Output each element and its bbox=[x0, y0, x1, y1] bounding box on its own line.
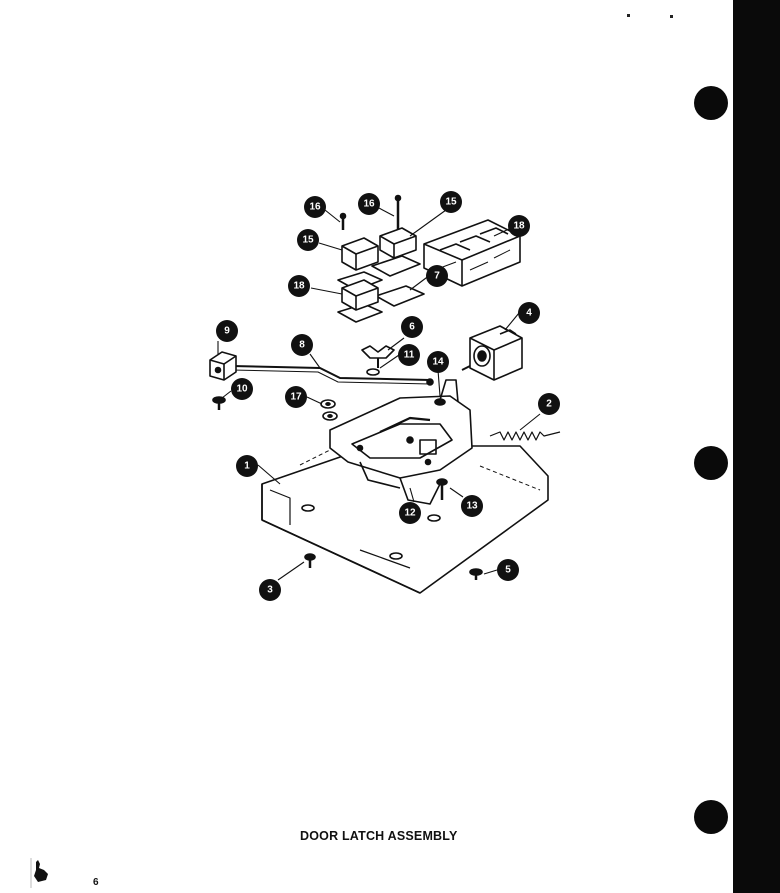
callout-6: 6 bbox=[401, 316, 423, 338]
callout-8: 8 bbox=[291, 334, 313, 356]
callout-13: 13 bbox=[461, 495, 483, 517]
page-edge-bar bbox=[733, 0, 780, 893]
scan-speck bbox=[670, 15, 673, 18]
callout-3: 3 bbox=[259, 579, 281, 601]
svg-text:15: 15 bbox=[302, 235, 314, 246]
callout-4: 4 bbox=[518, 302, 540, 324]
screw-13 bbox=[436, 478, 448, 500]
micro-switch-left-lower bbox=[341, 279, 379, 311]
callout-12: 12 bbox=[399, 502, 421, 524]
callout-16-right: 16 bbox=[358, 193, 380, 215]
callout-10: 10 bbox=[231, 378, 253, 400]
page-number: 6 bbox=[93, 877, 99, 888]
corner-scan-mark bbox=[30, 858, 48, 888]
svg-text:1: 1 bbox=[244, 461, 250, 472]
binder-hole-top bbox=[694, 86, 728, 120]
svg-text:10: 10 bbox=[236, 384, 248, 395]
svg-text:7: 7 bbox=[434, 271, 440, 282]
callout-9: 9 bbox=[216, 320, 238, 342]
binder-hole-middle bbox=[694, 446, 728, 480]
callout-7: 7 bbox=[426, 265, 448, 287]
svg-text:16: 16 bbox=[309, 202, 321, 213]
callout-17: 17 bbox=[285, 386, 307, 408]
svg-text:2: 2 bbox=[546, 399, 552, 410]
svg-text:18: 18 bbox=[513, 221, 525, 232]
svg-text:9: 9 bbox=[224, 326, 230, 337]
svg-text:8: 8 bbox=[299, 340, 305, 351]
screw-10 bbox=[212, 396, 226, 410]
callout-2: 2 bbox=[538, 393, 560, 415]
diagram-caption: DOOR LATCH ASSEMBLY bbox=[300, 829, 458, 843]
screw-5 bbox=[469, 568, 483, 580]
scan-speck bbox=[627, 14, 630, 17]
svg-text:12: 12 bbox=[404, 508, 416, 519]
spring bbox=[489, 431, 561, 441]
solenoid bbox=[461, 325, 523, 381]
svg-text:3: 3 bbox=[267, 585, 273, 596]
nut-14 bbox=[434, 398, 446, 406]
svg-text:18: 18 bbox=[293, 281, 305, 292]
pin-16-right bbox=[394, 194, 402, 230]
bracket bbox=[209, 351, 237, 381]
callout-16-left: 16 bbox=[304, 196, 326, 218]
binder-hole-bottom bbox=[694, 800, 728, 834]
screw-3 bbox=[304, 553, 316, 568]
callout-11: 11 bbox=[398, 344, 420, 366]
switch-block bbox=[423, 219, 521, 287]
svg-text:15: 15 bbox=[445, 197, 457, 208]
svg-text:16: 16 bbox=[363, 199, 375, 210]
washers-17 bbox=[320, 399, 338, 421]
pin-16-left bbox=[339, 212, 347, 230]
svg-text:13: 13 bbox=[466, 501, 478, 512]
callout-18-right: 18 bbox=[508, 215, 530, 237]
leader-lines bbox=[217, 207, 541, 581]
callout-18-left: 18 bbox=[288, 275, 310, 297]
svg-text:14: 14 bbox=[432, 357, 444, 368]
callout-15-left: 15 bbox=[297, 229, 319, 251]
svg-text:6: 6 bbox=[409, 322, 415, 333]
callout-15-right: 15 bbox=[440, 191, 462, 213]
callout-1: 1 bbox=[236, 455, 258, 477]
svg-text:4: 4 bbox=[526, 308, 532, 319]
callouts: 1 2 3 4 5 6 7 8 9 10 11 12 13 14 15 15 1… bbox=[216, 191, 560, 601]
svg-text:5: 5 bbox=[505, 565, 511, 576]
washer-11 bbox=[366, 368, 380, 376]
callout-14: 14 bbox=[427, 351, 449, 373]
svg-text:17: 17 bbox=[290, 392, 302, 403]
actuator-rod bbox=[231, 365, 434, 386]
svg-text:11: 11 bbox=[404, 350, 415, 361]
micro-switch-right bbox=[379, 227, 417, 259]
latch-mechanism bbox=[329, 379, 473, 505]
callout-5: 5 bbox=[497, 559, 519, 581]
micro-switch-left-upper bbox=[341, 237, 379, 271]
